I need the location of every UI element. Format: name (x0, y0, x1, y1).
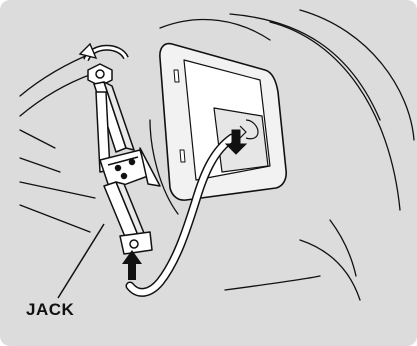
scissor-jack (88, 64, 160, 254)
rotation-arrow-icon (80, 44, 126, 60)
tool-compartment (160, 44, 286, 201)
jack-leader-line (58, 224, 104, 298)
jack-label: JACK (26, 300, 74, 320)
